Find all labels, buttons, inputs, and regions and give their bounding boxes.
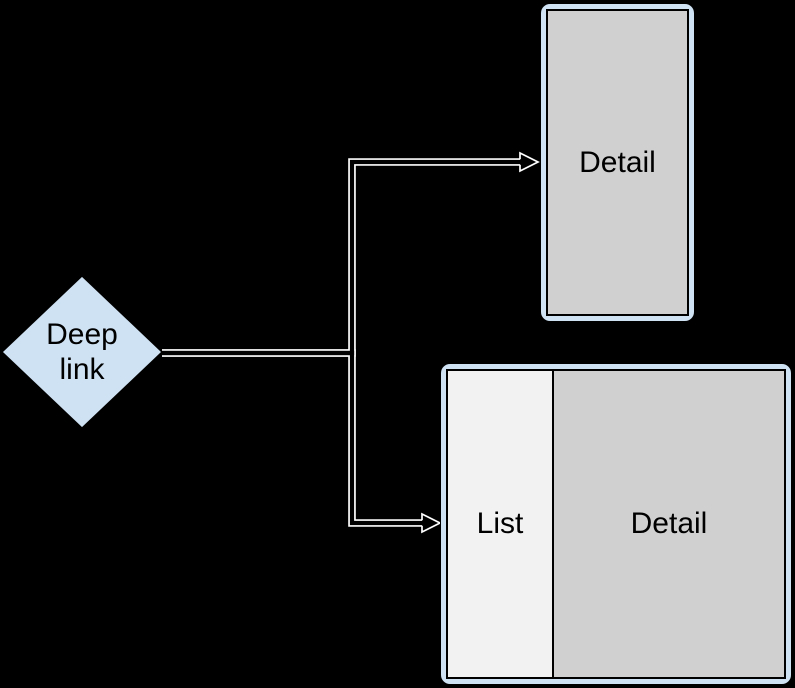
phone-detail-screen: Detail [546,9,689,316]
tablet-detail-label: Detail [630,507,708,540]
deep-link-to-phone-connector [162,158,520,357]
phone-detail-label: Detail [579,145,656,179]
arrowhead-to-phone-icon [519,151,540,173]
deep-link-to-phone-connector-core [162,159,520,356]
deep-link-to-tablet-connector [162,349,422,527]
tablet-list-label: List [476,507,524,540]
phone-frame: Detail [540,3,695,322]
deep-link-to-tablet-connector-core [162,350,422,526]
tablet-screen: List Detail [446,369,786,679]
arrowhead-to-tablet-icon [421,512,442,534]
tablet-frame: List Detail [440,363,792,685]
tablet-list-pane: List [448,371,554,677]
tablet-detail-pane: Detail [554,371,784,677]
deep-link-diamond [1,275,163,429]
